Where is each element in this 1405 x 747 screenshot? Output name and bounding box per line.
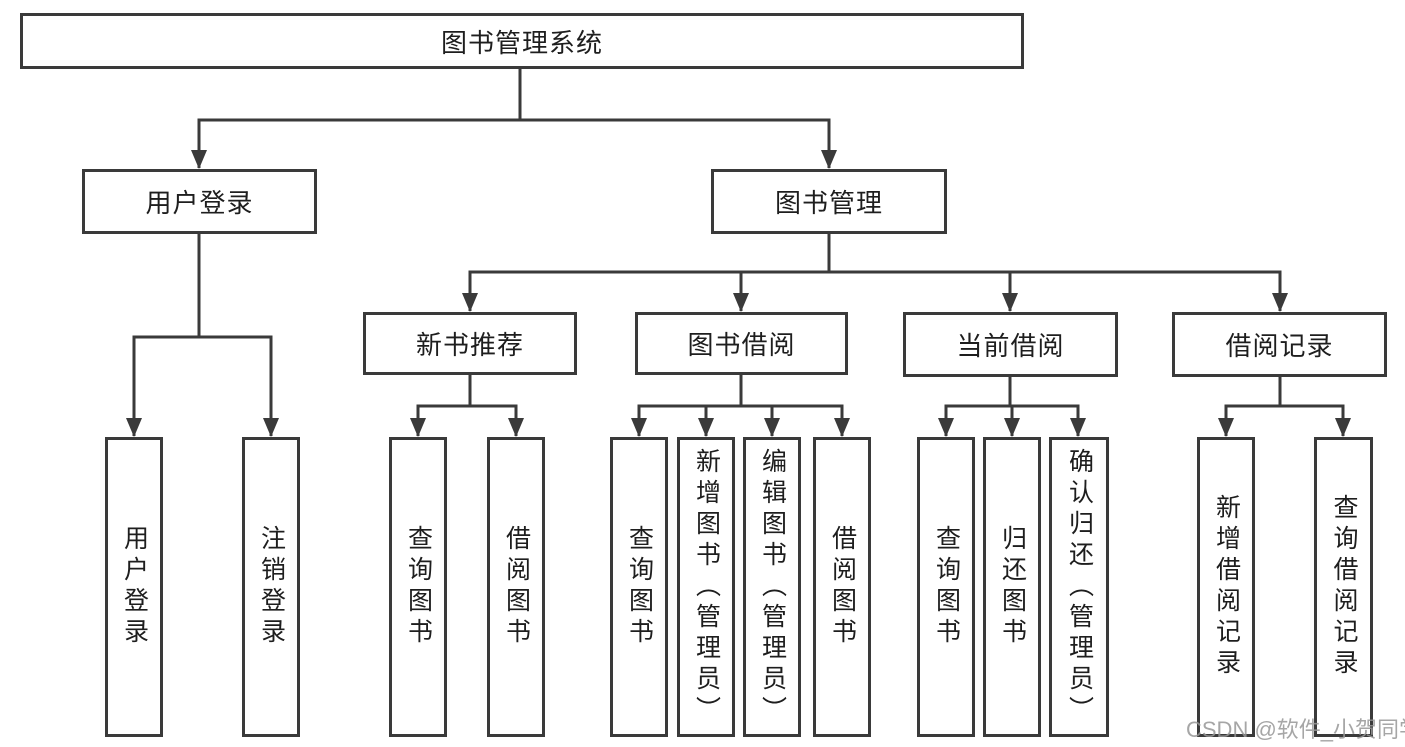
- arrow-down-icon: [698, 418, 714, 437]
- arrow-down-icon: [1218, 418, 1234, 437]
- arrow-down-icon: [462, 293, 478, 312]
- arrow-down-icon: [1002, 293, 1018, 312]
- arrowheads: [126, 150, 1351, 437]
- leaf-borrow-add-books: 新增图书（管理员）: [677, 437, 735, 737]
- arrow-down-icon: [821, 150, 837, 169]
- arrow-down-icon: [126, 418, 142, 437]
- node-current-borrow-label: 当前借阅: [956, 331, 1065, 361]
- arrow-down-icon: [1335, 418, 1351, 437]
- leaf-borrow-edit-books: 编辑图书（管理员）: [743, 437, 801, 737]
- leaf-recommend-borrow-books: 借阅图书: [487, 437, 545, 737]
- leaf-record-add-label: 新增借阅记录: [1212, 494, 1241, 680]
- leaf-borrow-edit-books-label: 编辑图书（管理员）: [758, 447, 787, 727]
- leaf-current-query-books-label: 查询图书: [932, 525, 961, 649]
- arrow-down-icon: [410, 418, 426, 437]
- leaf-current-confirm-return: 确认归还（管理员）: [1049, 437, 1109, 737]
- arrow-down-icon: [834, 418, 850, 437]
- arrow-down-icon: [764, 418, 780, 437]
- leaf-borrow-query-books-label: 查询图书: [625, 525, 654, 649]
- arrow-down-icon: [1272, 293, 1288, 312]
- node-book-management-label: 图书管理: [774, 188, 883, 218]
- node-root: 图书管理系统: [20, 13, 1024, 69]
- node-borrow-record: 借阅记录: [1172, 312, 1387, 377]
- node-new-book-recommend-label: 新书推荐: [415, 330, 524, 360]
- node-book-borrow-label: 图书借阅: [687, 330, 796, 360]
- arrow-down-icon: [733, 293, 749, 312]
- node-current-borrow: 当前借阅: [903, 312, 1118, 377]
- connector-path: [132, 69, 1345, 436]
- arrow-down-icon: [191, 150, 207, 169]
- node-new-book-recommend: 新书推荐: [363, 312, 577, 375]
- leaf-recommend-borrow-books-label: 借阅图书: [502, 525, 531, 649]
- arrow-down-icon: [508, 418, 524, 437]
- leaf-recommend-query-books: 查询图书: [389, 437, 447, 737]
- arrow-down-icon: [938, 418, 954, 437]
- leaf-logout-label: 注销登录: [257, 525, 286, 649]
- node-borrow-record-label: 借阅记录: [1225, 331, 1334, 361]
- arrow-down-icon: [1004, 418, 1020, 437]
- leaf-logout: 注销登录: [242, 437, 300, 737]
- node-book-borrow: 图书借阅: [635, 312, 848, 375]
- leaf-borrow-borrow-books-label: 借阅图书: [828, 525, 857, 649]
- leaf-current-confirm-return-label: 确认归还（管理员）: [1065, 447, 1094, 727]
- leaf-current-return-books: 归还图书: [983, 437, 1041, 737]
- leaf-user-login: 用户登录: [105, 437, 163, 737]
- arrow-down-icon: [263, 418, 279, 437]
- leaf-borrow-borrow-books: 借阅图书: [813, 437, 871, 737]
- node-user-login-label: 用户登录: [145, 188, 254, 218]
- leaf-current-return-books-label: 归还图书: [998, 525, 1027, 649]
- watermark: CSDN @软件_小贺同学: [1186, 717, 1405, 742]
- arrow-down-icon: [1070, 418, 1086, 437]
- leaf-record-query-label: 查询借阅记录: [1330, 494, 1358, 680]
- leaf-record-query: 查询借阅记录: [1314, 437, 1373, 737]
- leaf-current-query-books: 查询图书: [917, 437, 975, 737]
- arrow-down-icon: [631, 418, 647, 437]
- node-root-label: 图书管理系统: [440, 27, 603, 58]
- leaf-borrow-add-books-label: 新增图书（管理员）: [692, 447, 721, 727]
- leaf-borrow-query-books: 查询图书: [610, 437, 668, 737]
- node-user-login: 用户登录: [82, 169, 317, 234]
- leaf-recommend-query-books-label: 查询图书: [404, 525, 433, 649]
- node-book-management: 图书管理: [711, 169, 947, 234]
- leaf-record-add: 新增借阅记录: [1197, 437, 1255, 737]
- leaf-user-login-label: 用户登录: [120, 525, 149, 649]
